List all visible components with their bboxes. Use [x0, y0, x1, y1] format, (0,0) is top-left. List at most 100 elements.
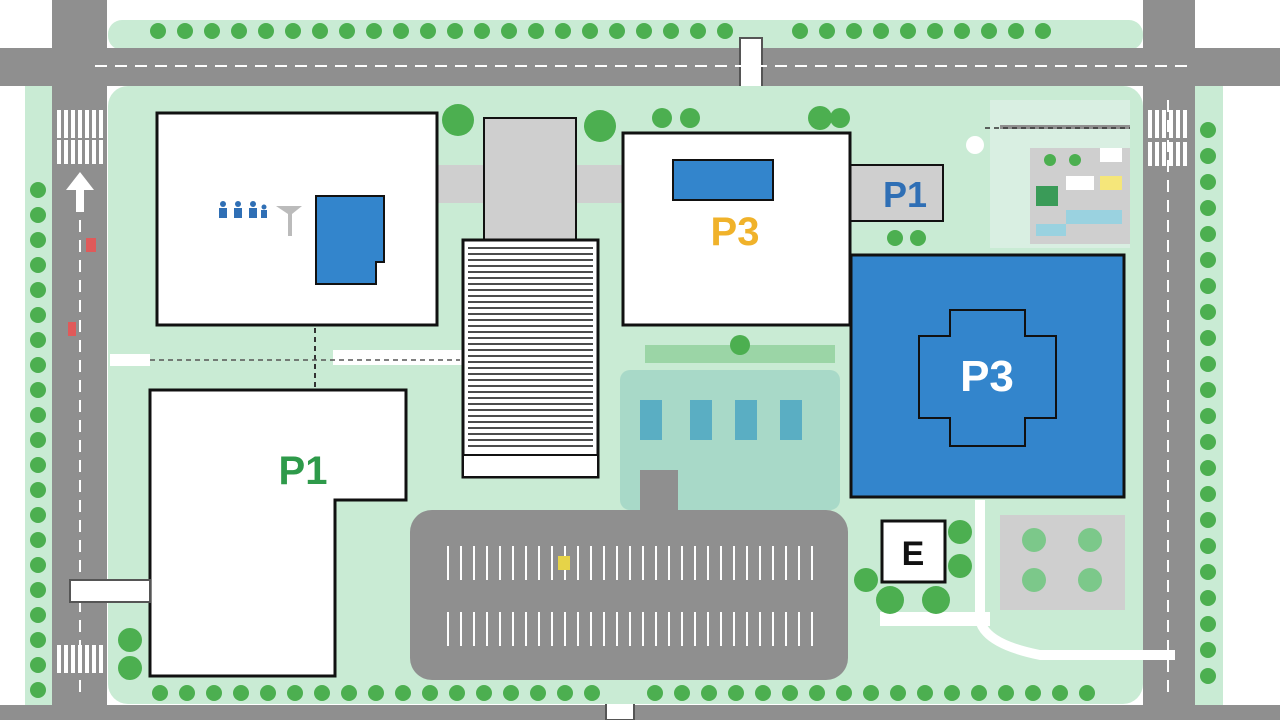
tree — [1025, 685, 1041, 701]
tree — [30, 457, 46, 473]
southeast-plaza — [1000, 515, 1125, 610]
ne-lot-lane — [1000, 125, 1130, 129]
walkway-west-edge — [110, 354, 150, 366]
tree — [30, 532, 46, 548]
tree — [30, 207, 46, 223]
tree — [652, 108, 672, 128]
tree — [1200, 434, 1216, 450]
tree — [846, 23, 862, 39]
striped-hall-entrance — [462, 454, 599, 478]
se-plaza-tree-2 — [1078, 528, 1102, 552]
tree — [30, 282, 46, 298]
tree — [30, 582, 46, 598]
tree — [917, 685, 933, 701]
tree — [981, 23, 997, 39]
tree — [368, 685, 384, 701]
crosswalk-east — [1148, 110, 1187, 166]
north-arrow-marking — [66, 172, 94, 212]
tree — [830, 108, 850, 128]
tree — [177, 23, 193, 39]
tree — [30, 632, 46, 648]
tree — [341, 685, 357, 701]
p3-building-label: P3 — [711, 210, 760, 254]
tree — [1200, 460, 1216, 476]
east-footpath — [975, 500, 1175, 660]
tree — [1200, 616, 1216, 632]
tree — [260, 685, 276, 701]
p1-large-label: P1 — [279, 449, 328, 493]
p3-building-blue-panel — [672, 159, 774, 201]
courtyard-car-4 — [780, 400, 802, 440]
e-marker-box[interactable] — [880, 519, 947, 584]
tree — [442, 104, 474, 136]
tree — [1200, 226, 1216, 242]
p3-blue-label: P3 — [960, 352, 1014, 401]
tree — [674, 685, 690, 701]
tree — [258, 23, 274, 39]
tree — [30, 607, 46, 623]
tree — [582, 23, 598, 39]
tree — [501, 23, 517, 39]
northeast-parking-lot — [966, 100, 1130, 248]
tree — [233, 685, 249, 701]
tree — [701, 685, 717, 701]
building-northwest[interactable] — [155, 111, 439, 327]
tree — [30, 682, 46, 698]
tree — [422, 685, 438, 701]
tree — [30, 357, 46, 373]
ne-car-2 — [1100, 176, 1122, 190]
p1-small-pad — [849, 164, 944, 222]
tree — [206, 685, 222, 701]
tree — [1200, 538, 1216, 554]
tree — [528, 23, 544, 39]
tree — [339, 23, 355, 39]
building-p3-blue[interactable] — [849, 253, 1126, 499]
tree — [1200, 486, 1216, 502]
northwest-blue-annex — [315, 195, 385, 285]
tree — [1079, 685, 1095, 701]
tree — [854, 568, 878, 592]
tree — [1200, 512, 1216, 528]
tree — [998, 685, 1014, 701]
se-plaza-tree-1 — [1022, 528, 1046, 552]
tree — [1200, 278, 1216, 294]
tree — [152, 685, 168, 701]
tree — [1200, 304, 1216, 320]
p1-small-label: P1 — [883, 174, 927, 215]
tree — [30, 557, 46, 573]
tree — [1069, 154, 1081, 166]
tree — [30, 307, 46, 323]
south-lot-stall-lines — [447, 546, 813, 646]
tree — [782, 685, 798, 701]
tree — [927, 23, 943, 39]
hall-stripes — [468, 247, 593, 447]
tree — [179, 685, 195, 701]
tree — [636, 23, 652, 39]
tree — [873, 23, 889, 39]
tree — [1200, 564, 1216, 580]
tree — [1200, 668, 1216, 684]
south-road — [0, 705, 1280, 720]
ne-car-4 — [1066, 210, 1122, 224]
courtyard-car-3 — [735, 400, 757, 440]
tree — [948, 554, 972, 578]
tree — [1200, 122, 1216, 138]
tree — [954, 23, 970, 39]
building-p1[interactable] — [148, 388, 408, 678]
striped-hall[interactable] — [461, 238, 600, 479]
south-lot-pavement — [410, 510, 848, 680]
tree — [30, 182, 46, 198]
tree — [647, 685, 663, 701]
signpost-icon — [276, 206, 302, 236]
tree — [584, 110, 616, 142]
tree — [863, 685, 879, 701]
tree — [30, 257, 46, 273]
tree — [285, 23, 301, 39]
tree — [717, 23, 733, 39]
trees — [30, 23, 1216, 701]
west-road-marker-red — [86, 238, 96, 252]
tree — [393, 23, 409, 39]
tree — [971, 685, 987, 701]
p3-blue-core — [918, 309, 1057, 447]
tree — [30, 657, 46, 673]
